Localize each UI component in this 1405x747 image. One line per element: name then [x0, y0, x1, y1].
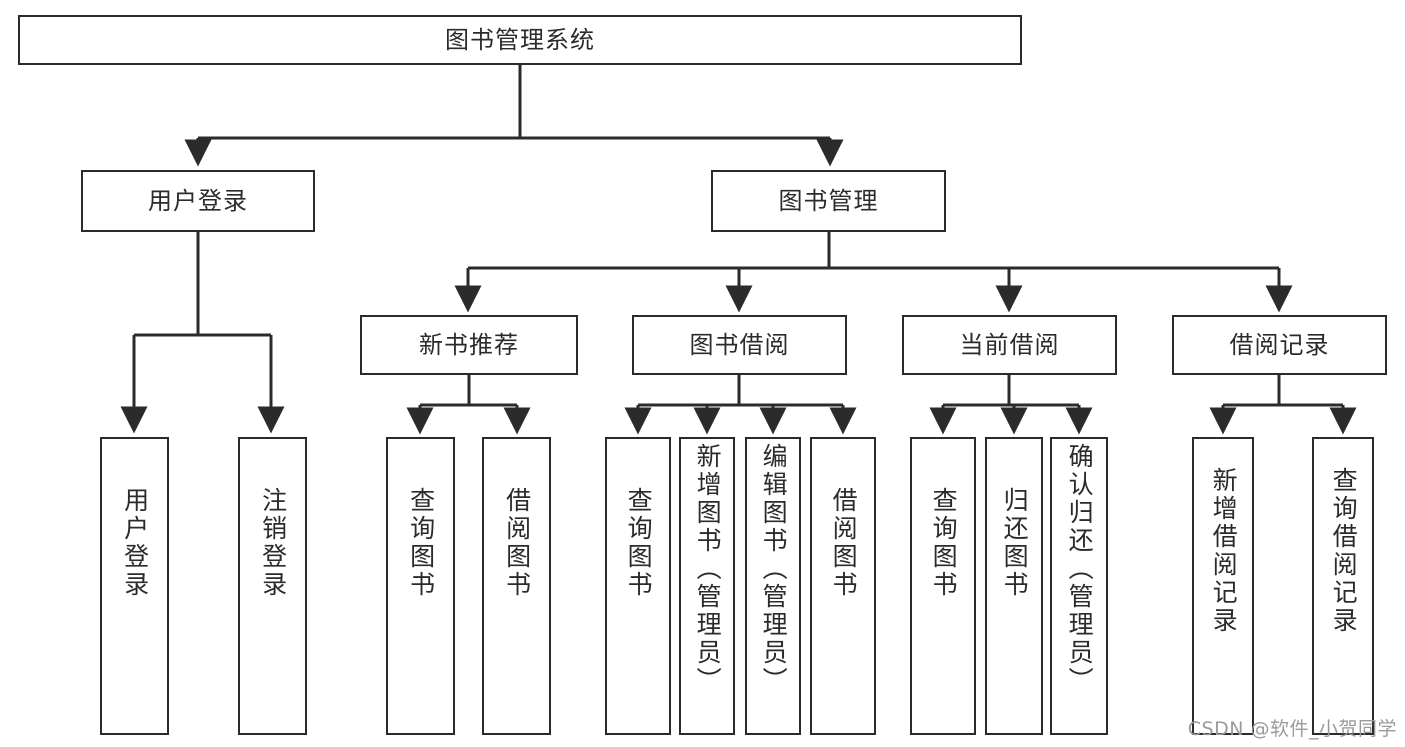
node-book-management[interactable]: 图书管理	[711, 170, 946, 232]
node-label: 新书推荐	[419, 330, 519, 359]
node-label: 用户登录	[120, 487, 150, 599]
node-new-book-recommendation[interactable]: 新书推荐	[360, 315, 578, 375]
node-label: 查询图书	[406, 487, 436, 599]
node-user-login[interactable]: 用户登录	[81, 170, 315, 232]
node-book-borrowing[interactable]: 图书借阅	[632, 315, 847, 375]
node-label: 借阅图书	[502, 487, 532, 599]
node-current-borrowing[interactable]: 当前借阅	[902, 315, 1117, 375]
leaf-node[interactable]: 新增图书（管理员）	[679, 437, 735, 735]
leaf-node[interactable]: 用户登录	[100, 437, 169, 735]
node-label: 图书借阅	[689, 330, 790, 359]
node-label: 新增借阅记录	[1209, 467, 1239, 635]
node-label: 新增图书（管理员）	[693, 443, 723, 695]
node-label: 归还图书	[1000, 487, 1030, 599]
watermark: CSDN @软件_小贺同学	[1187, 718, 1397, 740]
node-label: 查询图书	[929, 487, 959, 599]
leaf-node[interactable]: 归还图书	[985, 437, 1043, 735]
leaf-node[interactable]: 确认归还（管理员）	[1050, 437, 1108, 735]
node-label: 编辑图书（管理员）	[759, 443, 789, 695]
node-label: 当前借阅	[959, 330, 1060, 359]
node-borrowing-records[interactable]: 借阅记录	[1172, 315, 1387, 375]
node-label: 查询借阅记录	[1329, 467, 1359, 635]
leaf-node[interactable]: 编辑图书（管理员）	[745, 437, 801, 735]
leaf-node[interactable]: 新增借阅记录	[1192, 437, 1254, 735]
node-label: 图书管理	[778, 186, 879, 215]
node-root-system[interactable]: 图书管理系统	[18, 15, 1022, 65]
node-label: 用户登录	[148, 186, 248, 215]
node-label: 图书管理系统	[445, 25, 595, 54]
leaf-node[interactable]: 查询图书	[386, 437, 455, 735]
leaf-node[interactable]: 借阅图书	[810, 437, 876, 735]
leaf-node[interactable]: 查询图书	[605, 437, 671, 735]
node-label: 借阅记录	[1229, 330, 1330, 359]
node-label: 查询图书	[624, 487, 654, 599]
leaf-node[interactable]: 查询借阅记录	[1312, 437, 1374, 735]
leaf-node[interactable]: 借阅图书	[482, 437, 551, 735]
node-label: 注销登录	[258, 487, 288, 599]
node-label: 借阅图书	[829, 487, 859, 599]
leaf-node[interactable]: 查询图书	[910, 437, 976, 735]
node-label: 确认归还（管理员）	[1065, 443, 1095, 695]
leaf-node[interactable]: 注销登录	[238, 437, 307, 735]
